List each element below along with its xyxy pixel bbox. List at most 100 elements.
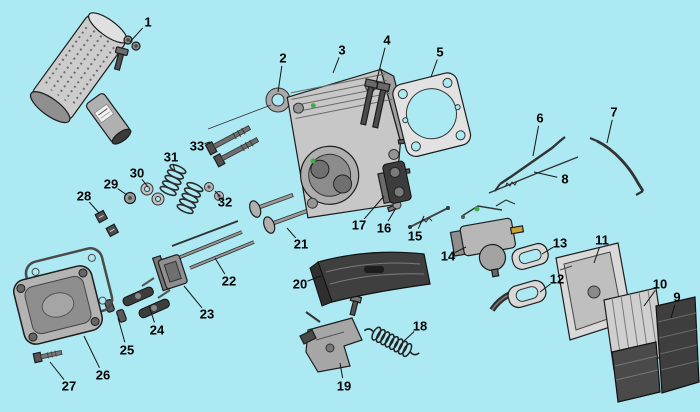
leader-line-11: [593, 247, 600, 264]
part-label-15: 15: [408, 229, 422, 244]
leader-line-20: [307, 275, 322, 282]
valve-washer: [123, 191, 137, 205]
part-label-23: 23: [200, 307, 214, 322]
leader-line-15: [417, 215, 425, 229]
valve-seat: [333, 174, 353, 194]
leader-line-25: [117, 317, 126, 343]
parts-layer: [13, 12, 700, 403]
part-label-3: 3: [338, 43, 345, 58]
air-cleaner-cover: [655, 296, 700, 394]
valve-seat: [310, 159, 330, 179]
leader-line-5: [430, 59, 438, 78]
carburetor: [449, 199, 525, 278]
control-bracket: [299, 294, 363, 373]
part-label-20: 20: [293, 277, 307, 292]
part-label-11: 11: [595, 233, 609, 248]
leader-line-3: [332, 57, 340, 74]
intake-spacer: [377, 160, 412, 205]
part-label-26: 26: [96, 368, 110, 383]
head-gasket: [392, 72, 472, 158]
part-label-12: 12: [550, 272, 564, 287]
leader-line-29: [117, 188, 128, 196]
leader-line-7: [606, 119, 613, 144]
leader-line-22: [214, 257, 226, 275]
green-marker: [310, 103, 316, 109]
choke-rod: [408, 206, 450, 229]
part-label-24: 24: [150, 323, 165, 338]
valve-springs: [159, 163, 204, 215]
leader-line-2: [277, 65, 283, 93]
muffler-bolt: [113, 46, 129, 71]
leader-line-19: [339, 362, 344, 379]
part-label-16: 16: [377, 221, 391, 236]
part-label-17: 17: [352, 218, 366, 233]
part-label-31: 31: [164, 150, 178, 165]
air-cleaner-cover-lower: [611, 341, 661, 403]
leader-line-24: [148, 305, 155, 323]
leader-line-28: [88, 201, 100, 214]
leader-line-23: [183, 285, 203, 309]
leader-line-31: [172, 164, 176, 172]
o-ring-alignment-line: [207, 104, 272, 130]
part-label-28: 28: [77, 189, 91, 204]
part-label-21: 21: [294, 237, 308, 252]
governor-rod-spring: [488, 156, 579, 194]
valves: [249, 192, 308, 234]
warning-sticker: [93, 103, 115, 124]
muffler: [29, 12, 141, 145]
leader-line-10: [643, 290, 656, 307]
valve-cover: [13, 265, 103, 345]
air-cleaner-gasket-lower: [507, 279, 547, 309]
leader-line-21: [286, 227, 297, 239]
part-label-14: 14: [441, 249, 456, 264]
green-marker: [310, 158, 316, 164]
leader-line-6: [532, 125, 540, 157]
leader-line-13: [541, 246, 554, 255]
leader-line-14: [454, 246, 467, 253]
muffler-outlet-pipe: [85, 93, 132, 145]
leader-line-26: [83, 335, 100, 369]
rocker-arms: [122, 277, 171, 319]
carburetor-gasket-upper: [511, 242, 549, 271]
part-label-33: 33: [190, 139, 204, 154]
head-bolts: [360, 78, 391, 129]
throttle-rod: [589, 136, 645, 196]
fuel-inlet: [509, 225, 525, 235]
spring-seats: [140, 182, 165, 206]
part-label-7: 7: [610, 105, 617, 120]
leader-line-17: [363, 195, 385, 220]
governor-rod: [494, 136, 566, 192]
leader-line-8: [533, 171, 558, 178]
part-label-29: 29: [104, 177, 118, 192]
part-label-27: 27: [62, 379, 76, 394]
leader-line-1: [129, 27, 144, 43]
governor-spring: [363, 326, 420, 358]
part-label-4: 4: [383, 33, 391, 48]
leader-line-18: [403, 331, 415, 342]
spring-retainers: [94, 209, 120, 238]
part-label-9: 9: [673, 290, 680, 305]
leader-line-9: [670, 304, 676, 319]
part-label-18: 18: [413, 319, 427, 334]
leader-line-33: [204, 141, 211, 145]
muffler-nuts: [123, 35, 141, 51]
part-label-13: 13: [553, 236, 567, 251]
heat-shield: [309, 251, 431, 307]
o-ring-seal: [207, 87, 291, 130]
cover-bolt: [32, 349, 63, 364]
part-label-1: 1: [144, 15, 151, 30]
leader-line-4: [375, 47, 386, 84]
part-label-32: 32: [218, 195, 232, 210]
part-label-25: 25: [120, 343, 134, 358]
leader-line-12: [539, 283, 551, 293]
part-label-30: 30: [130, 166, 144, 181]
part-label-6: 6: [536, 111, 543, 126]
part-label-19: 19: [337, 379, 351, 394]
leader-line-32: [214, 190, 220, 197]
head-studs-pushrods: [171, 220, 255, 270]
part-label-2: 2: [279, 51, 286, 66]
flange-bolts: [204, 125, 260, 168]
leader-line-27: [49, 361, 65, 381]
